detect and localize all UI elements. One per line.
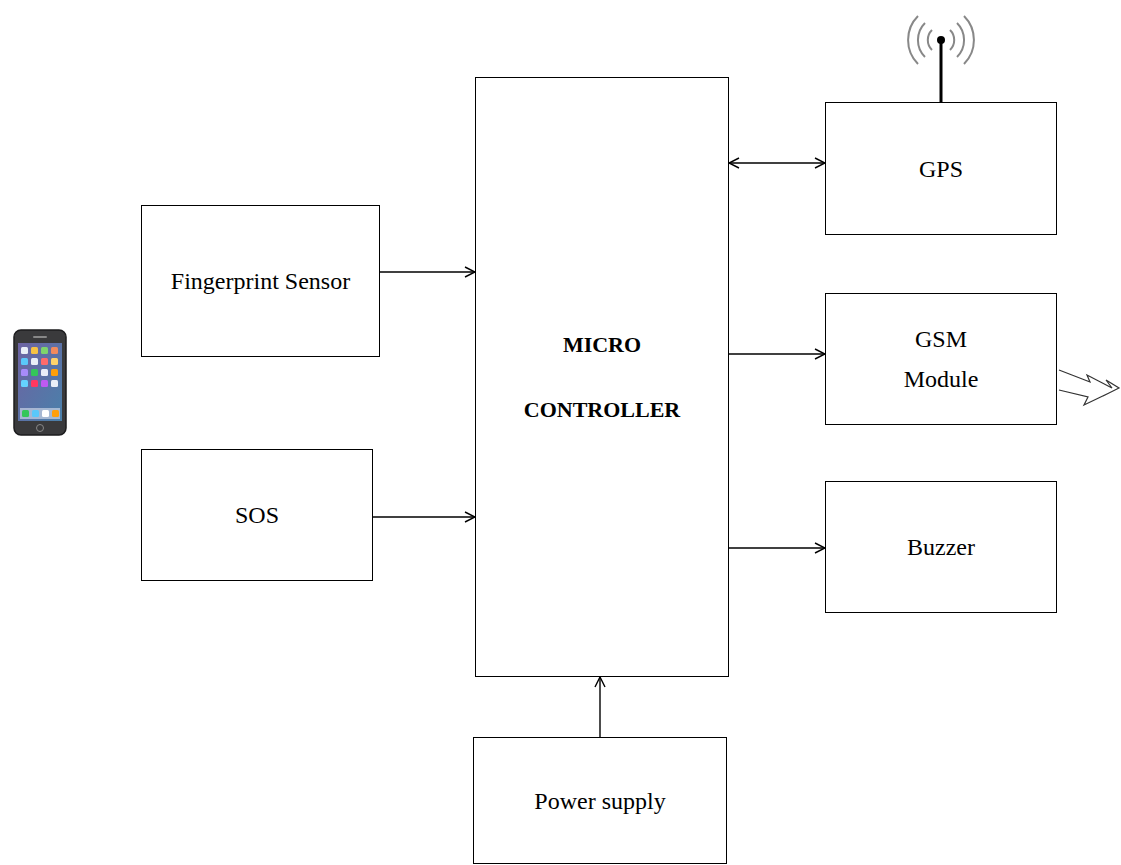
- input-box: Fingerprint Sensor: [141, 205, 380, 357]
- phone-icon: [14, 330, 66, 435]
- arrow-connector: [373, 516, 475, 517]
- node-label: Buzzer: [907, 532, 975, 562]
- antenna-symbol: [908, 16, 974, 102]
- output-box: GPS: [825, 102, 1057, 235]
- arrow-connector: [729, 162, 825, 163]
- node-label: Fingerprint Sensor: [171, 260, 350, 303]
- node-label: SOS: [235, 500, 279, 530]
- input-box: SOS: [141, 449, 373, 581]
- arrow-connector: [380, 271, 475, 272]
- arrow-connector: [729, 353, 825, 354]
- wireless-symbol: [1059, 370, 1119, 405]
- node-label: MICRO CONTROLLER: [517, 312, 687, 442]
- node-label: GPS: [919, 154, 963, 184]
- node-label: GSM Module: [886, 319, 996, 399]
- output-box: Buzzer: [825, 481, 1057, 613]
- output-box: GSM Module: [825, 293, 1057, 425]
- controller-box: MICRO CONTROLLER: [475, 77, 729, 677]
- arrow-connector: [729, 547, 825, 548]
- node-label: Power supply: [534, 786, 665, 816]
- power-box: Power supply: [473, 737, 727, 864]
- arrow-connector: [599, 677, 600, 737]
